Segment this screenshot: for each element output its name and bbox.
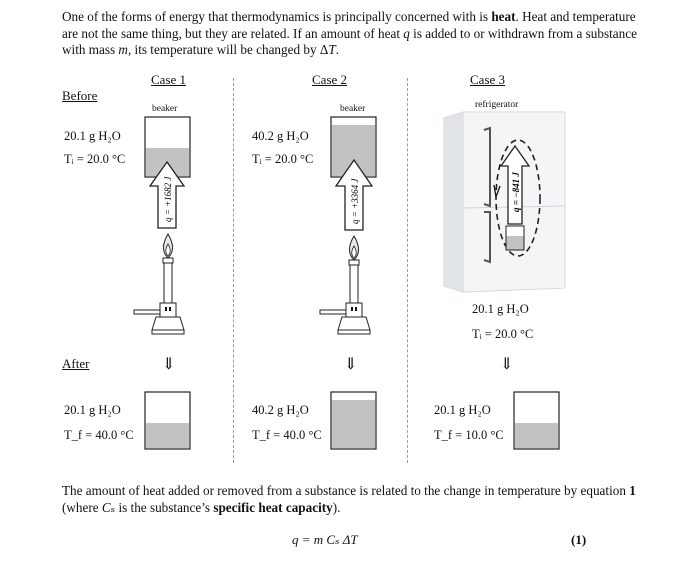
before-label: Before xyxy=(62,88,98,103)
case-2-beaker-after xyxy=(330,391,377,450)
case-1-water-after xyxy=(145,423,190,449)
case-2-container-label: beaker xyxy=(340,104,366,114)
case-3-beaker-after xyxy=(513,391,560,450)
equation: q = m Cₛ ΔT xyxy=(292,532,358,547)
case-3-down-arrow: ⇓ xyxy=(500,356,514,373)
column-divider-1 xyxy=(233,78,234,463)
case-1-heat-arrow: q = +1682 J xyxy=(148,160,186,229)
case-3-after-temp: T_f = 10.0 °C xyxy=(434,428,504,442)
case-1-down-arrow: ⇓ xyxy=(162,356,176,373)
case-1-beaker-after xyxy=(144,391,191,450)
case-1-bunsen-burner-icon xyxy=(133,233,185,335)
outro-paragraph: The amount of heat added or removed from… xyxy=(62,483,636,515)
case-2-before-mass: 40.2 g H₂O xyxy=(252,129,309,143)
intro-paragraph: One of the forms of energy that thermody… xyxy=(62,9,637,57)
case-3-before-temp: Tᵢ = 20.0 °C xyxy=(472,327,534,341)
specific-heat-capacity-term: specific heat capacity xyxy=(213,499,333,515)
case-1-heat-label: q = +1682 J xyxy=(163,176,173,222)
case-2-heat-label: q = +3364 J xyxy=(350,178,360,224)
case-2-bunsen-burner-icon xyxy=(319,235,371,335)
case-3-before-mass: 20.1 g H₂O xyxy=(472,302,529,316)
case-1-before-temp: Tᵢ = 20.0 °C xyxy=(64,152,126,166)
case-1-container-label: beaker xyxy=(152,104,178,114)
case-3-heat-arrow: q = −841 J xyxy=(499,144,531,225)
case-2-title: Case 2 xyxy=(312,72,348,87)
case-3-refrigerator-icon xyxy=(443,111,566,293)
case-3-container-label: refrigerator xyxy=(475,100,519,110)
case-3-heat-label: q = −841 J xyxy=(511,172,521,212)
case-2-heat-arrow: q = +3364 J xyxy=(334,158,374,231)
case-3-after-mass: 20.1 g H₂O xyxy=(434,403,491,417)
after-label: After xyxy=(62,356,90,371)
case-3-water-after xyxy=(514,423,559,449)
case-1-after-temp: T_f = 40.0 °C xyxy=(64,428,134,442)
case-2-after-mass: 40.2 g H₂O xyxy=(252,403,309,417)
case-2-before-temp: Tᵢ = 20.0 °C xyxy=(252,152,314,166)
case-3-title: Case 3 xyxy=(470,72,506,87)
heat-term: heat xyxy=(491,9,516,24)
column-divider-2 xyxy=(407,78,408,463)
case-2-down-arrow: ⇓ xyxy=(344,356,358,373)
case-2-water-after xyxy=(331,400,376,449)
case-2-after-temp: T_f = 40.0 °C xyxy=(252,428,322,442)
case-1-title: Case 1 xyxy=(151,72,187,87)
case-1-after-mass: 20.1 g H₂O xyxy=(64,403,121,417)
case-1-before-mass: 20.1 g H₂O xyxy=(64,129,121,143)
equation-number: (1) xyxy=(571,532,587,547)
